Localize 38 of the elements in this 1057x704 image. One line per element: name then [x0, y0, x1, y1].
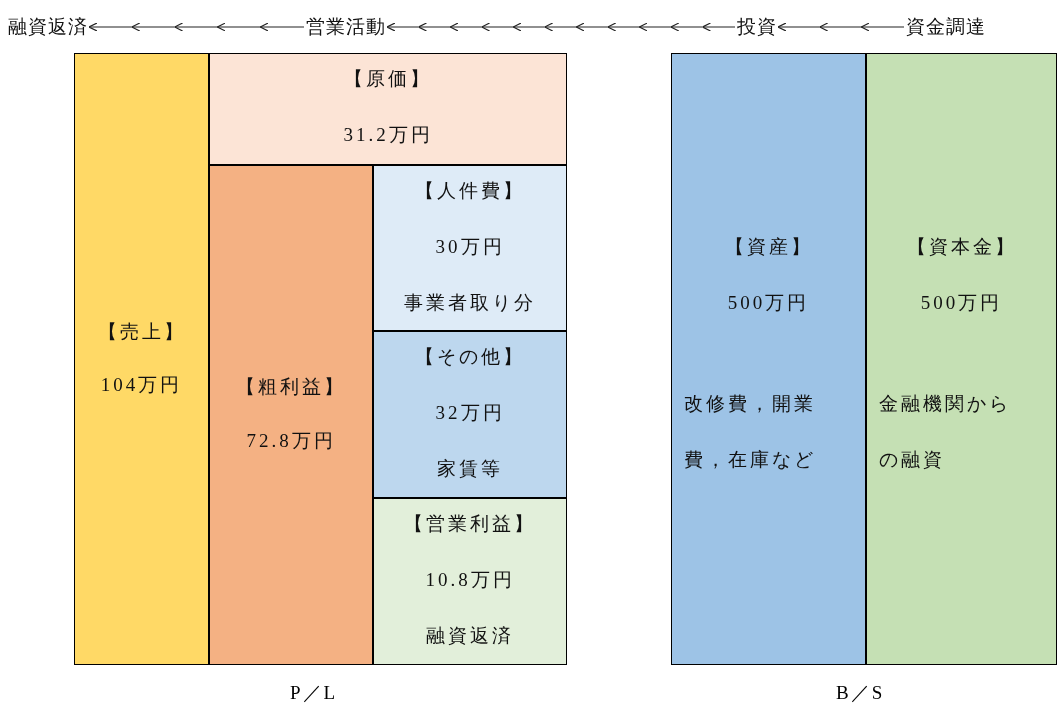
statement-block — [373, 331, 567, 498]
block-text: 72.8万円 — [245, 429, 337, 453]
statement-block — [74, 53, 209, 665]
flow-label: 営業活動 — [306, 15, 386, 39]
block-heading: 【その他】 — [414, 345, 526, 369]
statement-block — [373, 498, 567, 665]
flow-label: 投資 — [737, 15, 777, 39]
block-heading: 【粗利益】 — [235, 375, 347, 399]
statement-block — [373, 165, 567, 331]
block-text: 104万円 — [99, 373, 184, 397]
block-heading: 【売上】 — [96, 320, 187, 344]
statement-label: B／S — [836, 681, 885, 704]
block-text: 500万円 — [919, 291, 1004, 315]
block-text: 改修費，開業費，在庫など — [684, 392, 817, 472]
block-text: 500万円 — [726, 291, 811, 315]
statement-block — [209, 165, 373, 665]
block-text: 31.2万円 — [342, 123, 434, 147]
block-text: 金融機関からの融資 — [879, 392, 1012, 472]
statement-label: P／L — [290, 681, 338, 704]
block-text: 32万円 — [434, 401, 506, 425]
statement-block — [671, 53, 866, 665]
flow-label: 融資返済 — [8, 15, 88, 39]
statement-block — [209, 53, 567, 165]
block-text: 家賃等 — [436, 457, 504, 481]
statement-block — [866, 53, 1057, 665]
block-heading: 【原価】 — [343, 67, 433, 91]
block-text: 30万円 — [434, 235, 506, 259]
block-heading: 【人件費】 — [414, 179, 526, 203]
block-text: 融資返済 — [425, 624, 515, 648]
block-text: 10.8万円 — [424, 568, 516, 592]
arrow — [778, 23, 905, 31]
arrow — [387, 23, 736, 31]
flow-label: 資金調達 — [906, 15, 986, 39]
block-text: 事業者取り分 — [403, 291, 537, 315]
block-heading: 【営業利益】 — [403, 512, 537, 536]
block-heading: 【資本金】 — [905, 235, 1018, 259]
block-heading: 【資産】 — [723, 235, 814, 259]
arrow — [89, 23, 305, 31]
